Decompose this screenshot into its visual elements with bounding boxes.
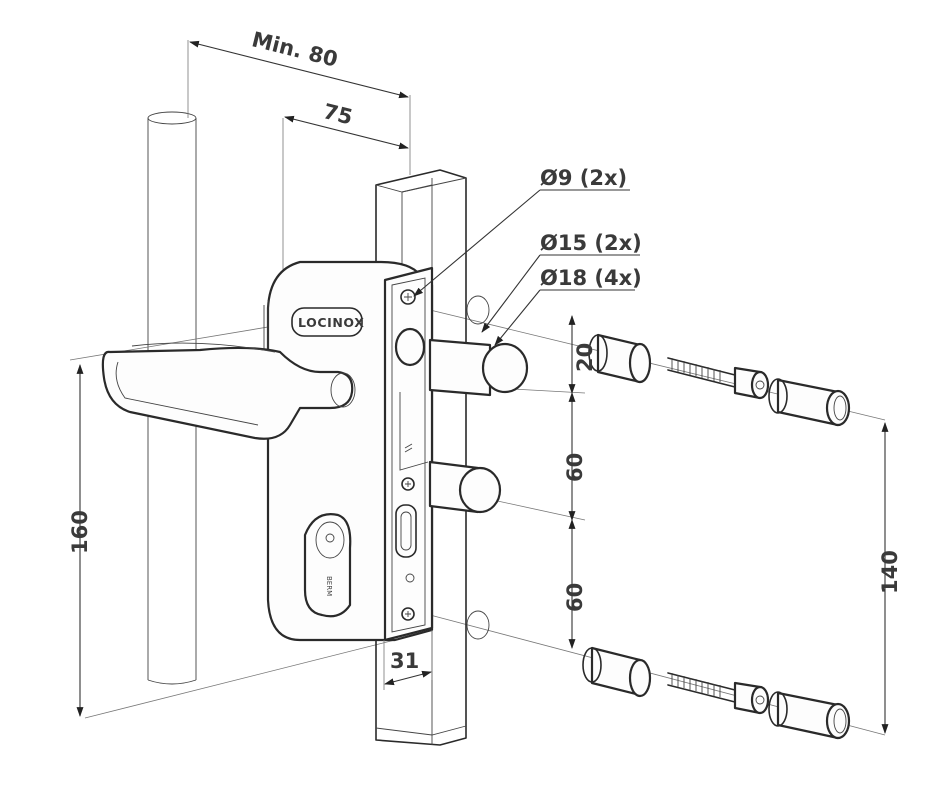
- sleeve-bottom-right: [768, 691, 851, 740]
- label-60-lower: 60: [563, 583, 587, 612]
- label-hole-9: Ø9 (2x): [540, 166, 627, 190]
- latch-bolts: [394, 295, 529, 640]
- dimension-min-80: Min. 80: [189, 27, 409, 99]
- label-75: 75: [321, 99, 355, 129]
- sleeve-top-right: [768, 378, 851, 427]
- dimension-140: 140: [878, 422, 902, 734]
- label-20: 20: [573, 343, 597, 372]
- screw-bottom: [667, 672, 770, 715]
- label-hole-15: Ø15 (2x): [540, 231, 642, 255]
- dimension-160: 160: [68, 364, 92, 717]
- label-min-80: Min. 80: [249, 27, 340, 71]
- lever-handle: [101, 342, 356, 440]
- sleeve-top-left: [588, 333, 652, 384]
- dimension-vertical-chain: 20 60 60: [563, 315, 597, 649]
- hole-callouts: Ø9 (2x) Ø15 (2x) Ø18 (4x): [413, 166, 642, 346]
- brand-logo-text: LOCINOX: [298, 315, 364, 330]
- screw-top: [667, 357, 770, 400]
- cylinder-mark: BERM: [325, 576, 333, 596]
- sleeve-bottom-left: [582, 646, 652, 698]
- label-60-upper: 60: [563, 453, 587, 482]
- forend-plate: [383, 266, 434, 642]
- label-160: 160: [68, 510, 92, 554]
- dimension-31: 31: [383, 630, 433, 690]
- dimension-75: 75: [284, 99, 409, 150]
- label-140: 140: [878, 550, 902, 594]
- label-hole-18: Ø18 (4x): [540, 266, 642, 290]
- euro-cylinder: BERM: [303, 513, 352, 618]
- label-31: 31: [390, 649, 419, 673]
